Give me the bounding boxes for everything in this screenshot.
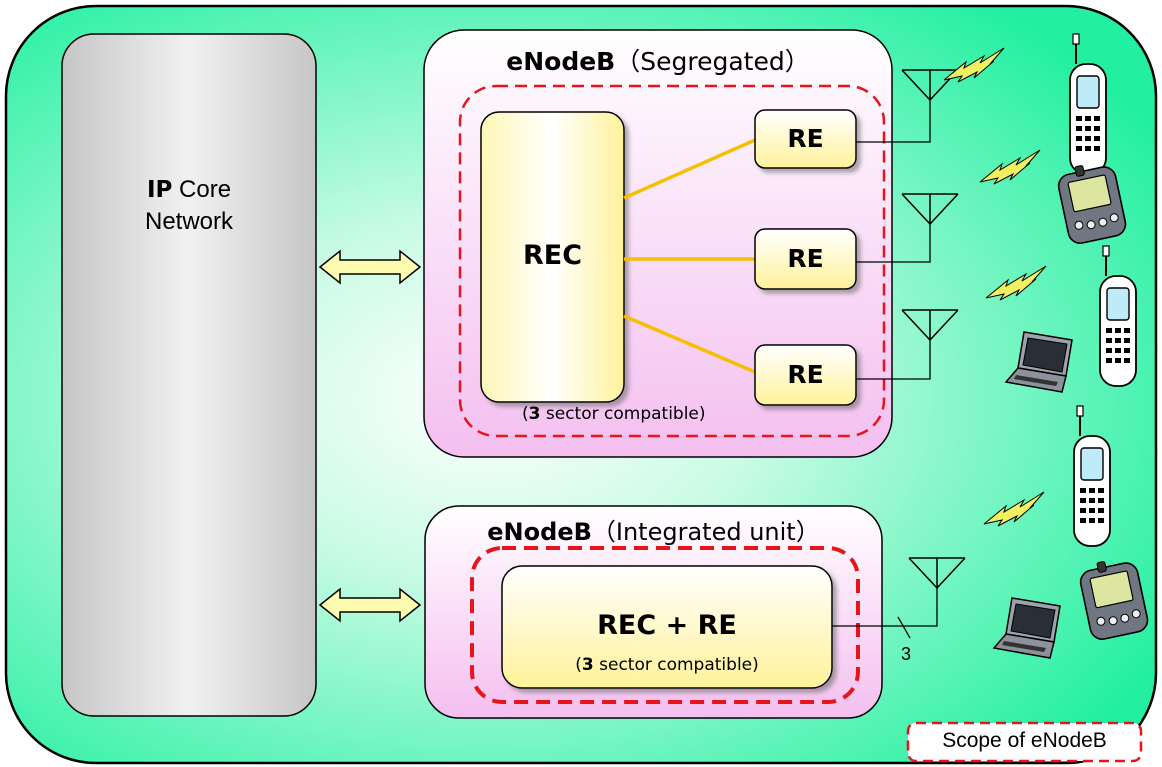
laptop-icon <box>1004 331 1073 393</box>
rec-label: REC <box>522 240 583 271</box>
antenna-icon <box>908 557 966 590</box>
core-network-title-network: Network <box>144 208 234 235</box>
lightning-signal-icon <box>979 149 1041 185</box>
antenna-icon <box>901 193 959 226</box>
integrated-title-qualifier: （Integrated unit） <box>591 518 820 546</box>
lightning-signal-icon <box>985 265 1047 301</box>
laptop-icon <box>992 597 1061 659</box>
re-block-3 <box>754 344 857 406</box>
scope-legend-box <box>906 721 1143 763</box>
segregated-sector-note: (3 sector compatible) <box>522 404 706 424</box>
bidirectional-arrow-lower <box>318 587 422 623</box>
antenna-icon <box>901 309 959 342</box>
integrated-scope-dashed-border <box>470 546 860 704</box>
rec-re-unit-label: REC + RE <box>597 610 737 641</box>
core-network-title-core: Core <box>172 176 232 203</box>
integrated-note-open: ( <box>575 655 582 675</box>
lightning-signal-icon <box>983 491 1045 527</box>
bidirectional-arrow-upper <box>318 249 422 285</box>
integrated-note-count: 3 <box>581 655 594 675</box>
re-label-3: RE <box>787 360 824 389</box>
sector-tick-mark <box>897 616 911 639</box>
mobile-phone-icon <box>1099 245 1137 387</box>
segregated-note-count: 3 <box>528 404 541 424</box>
rec-re-link-3 <box>623 314 756 374</box>
rec-re-link-1 <box>623 138 756 200</box>
mobile-phone-icon <box>1069 33 1107 175</box>
core-network-title-ip: IP <box>146 177 173 203</box>
segregated-note-text: sector compatible) <box>540 404 706 424</box>
integrated-title: eNodeB（Integrated unit） <box>425 512 882 547</box>
sector-count-label: 3 <box>901 644 912 664</box>
pda-icon <box>1079 561 1149 640</box>
segregated-title-qualifier: （Segregated） <box>615 47 810 76</box>
segregated-note-open: ( <box>522 404 529 424</box>
integrated-sector-note: (3 sector compatible) <box>502 655 832 675</box>
mobile-phone-icon <box>1073 405 1111 547</box>
rec-re-unit-block <box>501 565 833 689</box>
antenna-feed-line-1 <box>856 96 931 143</box>
pda-icon <box>1057 165 1127 244</box>
segregated-scope-dashed-border <box>458 84 886 438</box>
re-label-1: RE <box>787 124 824 153</box>
core-network-title: IP Core Network <box>62 174 316 238</box>
segregated-title: eNodeB（Segregated） <box>424 42 892 78</box>
integrated-title-enodeb: eNodeB <box>487 518 592 546</box>
re-label-2: RE <box>787 244 824 273</box>
integrated-note-text: sector compatible) <box>593 655 759 675</box>
ip-core-network-block <box>61 33 317 717</box>
rec-block <box>480 111 625 403</box>
lightning-signal-icon <box>943 47 1005 83</box>
antenna-feed-line-4 <box>832 586 938 627</box>
segregated-title-enodeb: eNodeB <box>506 47 616 76</box>
antenna-feed-line-3 <box>856 340 931 380</box>
re-block-2 <box>754 228 857 290</box>
scope-legend-label: Scope of eNodeB <box>942 729 1107 752</box>
re-block-1 <box>754 109 857 169</box>
antenna-feed-line-2 <box>856 222 931 263</box>
antenna-icon <box>901 69 959 102</box>
